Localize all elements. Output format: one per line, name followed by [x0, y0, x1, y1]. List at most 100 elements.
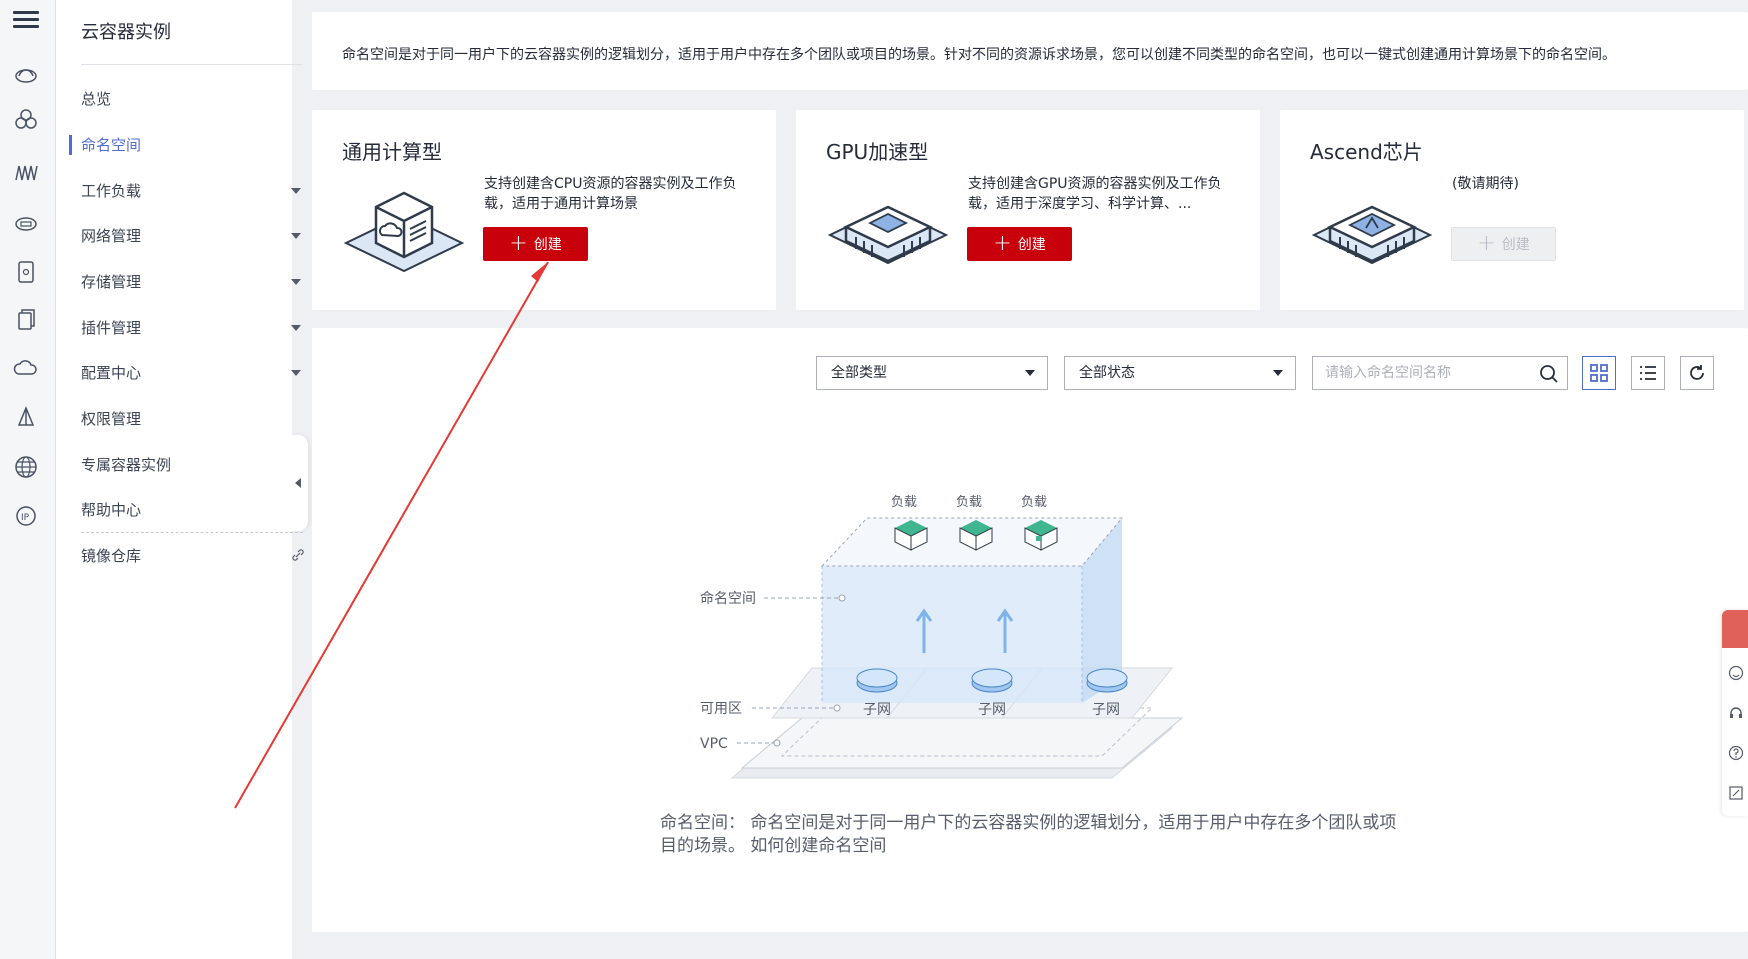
ascend-chip-icon: [1311, 205, 1433, 265]
card-title: 通用计算型: [342, 140, 442, 164]
banner-text: 命名空间是对于同一用户下的云容器实例的逻辑划分，适用于用户中存在多个团队或项目的…: [342, 47, 1616, 63]
grid-icon: [1590, 364, 1608, 382]
button-label: 创建: [533, 237, 562, 253]
nav-item-plugins[interactable]: 插件管理: [81, 313, 313, 343]
nav-item-label: 插件管理: [81, 319, 142, 337]
subnet-label: 子网: [863, 702, 891, 718]
nav-item-label: 镜像仓库: [81, 547, 142, 565]
svg-text:IP: IP: [21, 513, 30, 523]
card-description: 支持创建含GPU资源的容器实例及工作负载，适用于深度学习、科学计算、...: [968, 176, 1222, 212]
edit-icon[interactable]: [1728, 785, 1744, 801]
list-view-button[interactable]: [1631, 356, 1665, 390]
plus-icon: +: [993, 231, 1012, 256]
network-wave-icon[interactable]: [13, 160, 39, 186]
info-banner: 命名空间是对于同一用户下的云容器实例的逻辑划分，适用于用户中存在多个团队或项目的…: [312, 12, 1748, 90]
chevron-down-icon: [291, 233, 301, 239]
nav-item-help[interactable]: 帮助中心: [81, 501, 142, 519]
help-icon[interactable]: [1728, 745, 1744, 761]
how-to-create-link[interactable]: 如何创建命名空间: [750, 836, 887, 856]
namespace-diagram: 负载 负载 负载 命名空间 可用区 VPC 子网 子网 子网: [700, 495, 1184, 779]
namespace-list-panel: 全部类型 全部状态: [312, 328, 1748, 932]
search-input[interactable]: [1313, 357, 1533, 389]
nav-item-workload[interactable]: 工作负载: [81, 176, 313, 206]
nav-item-label: 网络管理: [81, 227, 142, 245]
hamburger-menu-icon[interactable]: [13, 8, 39, 34]
cluster-icon[interactable]: [13, 107, 39, 133]
nav-item-namespace[interactable]: 命名空间: [81, 136, 142, 154]
workload-cube: [894, 520, 928, 551]
router-icon: [1086, 668, 1128, 693]
nav-item-label: 工作负载: [81, 182, 142, 200]
namespace-label: 命名空间: [700, 590, 756, 607]
nav-item-config[interactable]: 配置中心: [81, 358, 313, 388]
nav-item-label: 配置中心: [81, 364, 142, 382]
create-general-button[interactable]: + 创建: [483, 227, 588, 261]
search-icon[interactable]: [1539, 364, 1559, 384]
card-gpu: GPU加速型 支持创建含GPU资源的容器实例及工作负载，适用于深度学习、科学计算…: [796, 110, 1260, 310]
sail-icon[interactable]: [13, 405, 39, 431]
globe-icon[interactable]: [13, 454, 39, 480]
refresh-button[interactable]: [1680, 356, 1714, 390]
card-title: Ascend芯片: [1310, 140, 1423, 164]
floating-help-bar: [1722, 610, 1748, 816]
workload-label: 负载: [1021, 495, 1047, 510]
plus-icon: +: [1477, 231, 1496, 256]
document-icon[interactable]: [13, 259, 39, 285]
type-filter-select[interactable]: 全部类型: [816, 356, 1048, 390]
nav-divider: [81, 64, 303, 65]
chevron-down-icon: [291, 279, 301, 285]
external-link-icon: [292, 549, 304, 561]
refresh-icon: [1690, 365, 1704, 380]
nav-item-network[interactable]: 网络管理: [81, 221, 313, 251]
chevron-down-icon: [291, 325, 301, 331]
subnet-label: 子网: [978, 702, 1006, 718]
gpu-chip-icon: [827, 205, 949, 265]
active-indicator: [69, 135, 72, 155]
card-general-compute: 通用计算型 支持创建含CPU资源的容器实例及工作负载，适用于通用计算场景 + 创…: [312, 110, 776, 310]
nav-item-permissions[interactable]: 权限管理: [81, 410, 142, 428]
router-icon: [856, 668, 898, 693]
grid-view-button[interactable]: [1582, 356, 1616, 390]
list-icon: [1640, 366, 1656, 380]
nav-item-label: 存储管理: [81, 273, 142, 291]
status-filter-select[interactable]: 全部状态: [1064, 356, 1296, 390]
workload-cube: [959, 520, 993, 551]
icon-rail: IP: [0, 0, 56, 959]
workload-label: 负载: [891, 495, 917, 510]
caret-down-icon: [1025, 370, 1035, 376]
create-gpu-button[interactable]: + 创建: [967, 227, 1072, 261]
cloud-sync-icon[interactable]: [13, 356, 39, 382]
ip-icon[interactable]: IP: [13, 503, 39, 529]
collapse-sidebar-button[interactable]: [290, 435, 308, 531]
create-ascend-button[interactable]: + 创建: [1451, 227, 1556, 261]
button-label: 创建: [1501, 237, 1530, 253]
intro-text: 命名空间： 命名空间是对于同一用户下的云容器实例的逻辑划分，适用于用户中存在多个…: [660, 813, 1397, 856]
plus-icon: +: [509, 231, 528, 256]
workload-cube: [1024, 520, 1058, 551]
nav-item-dedicated[interactable]: 专属容器实例: [81, 456, 172, 474]
namespace-search: [1312, 356, 1568, 390]
nav-item-storage[interactable]: 存储管理: [81, 267, 313, 297]
nav-title: 云容器实例: [81, 22, 171, 43]
copy-icon[interactable]: [13, 307, 39, 333]
nav-divider: [81, 532, 303, 533]
select-value: 全部状态: [1079, 365, 1135, 381]
az-label: 可用区: [700, 701, 742, 717]
subnet-label: 子网: [1092, 702, 1120, 718]
card-ascend: Ascend芯片 (敬请期待) + 创建: [1280, 110, 1744, 310]
select-value: 全部类型: [831, 365, 887, 381]
chat-icon[interactable]: [1722, 610, 1748, 648]
smile-icon[interactable]: [1728, 665, 1744, 681]
namespace-intro: 命名空间： 命名空间是对于同一用户下的云容器实例的逻辑划分，适用于用户中存在多个…: [660, 812, 1400, 858]
cloud-server-icon: [343, 191, 465, 273]
cloud-icon[interactable]: [13, 62, 39, 88]
card-description: 支持创建含CPU资源的容器实例及工作负载，适用于通用计算场景: [484, 176, 737, 212]
router-icon: [971, 668, 1013, 693]
card-description: (敬请期待): [1452, 176, 1519, 192]
nav-item-overview[interactable]: 总览: [81, 90, 112, 108]
storage-cloud-icon[interactable]: [13, 210, 39, 236]
headset-icon[interactable]: [1728, 705, 1744, 721]
vpc-label: VPC: [700, 736, 728, 752]
chevron-down-icon: [291, 370, 301, 376]
nav-item-image-repo[interactable]: 镜像仓库: [81, 541, 313, 571]
